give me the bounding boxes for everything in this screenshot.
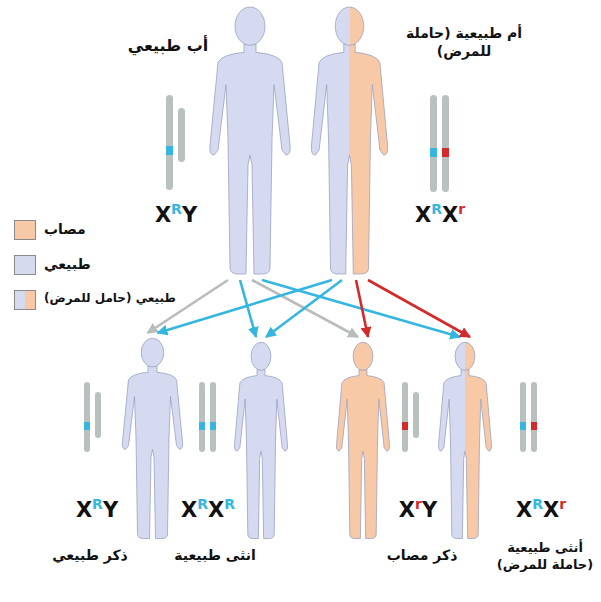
person-label: أب طبيعي <box>128 36 208 57</box>
person-silhouette <box>228 340 294 540</box>
genotype-label: XRXR <box>181 498 235 523</box>
head-shape <box>455 342 475 370</box>
head-shape <box>353 342 373 370</box>
chromosome-letter: X <box>516 498 532 522</box>
chromosome-letter: Y <box>182 203 197 227</box>
chromosome-letter: X <box>208 498 224 522</box>
body-shape <box>311 44 387 274</box>
chromosome-letter: X <box>399 498 415 522</box>
allele-mark: R <box>92 496 103 512</box>
person-silhouette <box>115 336 190 540</box>
chromosome-letter: X <box>415 203 431 227</box>
head-shape <box>235 7 265 45</box>
legend-label: طبيعي <box>44 256 91 272</box>
head-shape <box>335 7 364 45</box>
allele-mark: r <box>559 496 566 512</box>
legend-swatch <box>14 255 36 275</box>
head-shape <box>251 342 271 370</box>
person-label: أم طبيعية (حاملة للمرض) <box>403 24 525 60</box>
genotype-label: XrY <box>399 498 437 523</box>
body-shape <box>336 370 389 539</box>
legend-swatch <box>14 220 36 240</box>
chromosome-letter: Y <box>103 498 118 522</box>
person-silhouette <box>200 4 300 276</box>
chromosome-letter: X <box>76 498 92 522</box>
allele-mark: R <box>431 201 442 217</box>
body-shape <box>122 366 182 538</box>
inheritance-arrow <box>368 280 470 337</box>
person-silhouette <box>432 340 498 540</box>
person-figure: ذكر مصابXrY <box>330 340 396 540</box>
genotype-label: XRY <box>155 203 197 228</box>
allele-mark: R <box>532 496 543 512</box>
allele-mark: R <box>171 201 182 217</box>
inheritance-arrow <box>262 280 460 337</box>
legend-row: مصاب <box>0 220 200 244</box>
allele-mark: r <box>415 496 422 512</box>
person-label: ذكر مصاب <box>387 546 458 564</box>
person-figure: انثى طبيعيةXRXR <box>228 340 294 540</box>
allele-mark: R <box>197 496 208 512</box>
genotype-label: XRXr <box>516 498 566 523</box>
chromosome-letter: X <box>155 203 171 227</box>
chromosome-letter: X <box>181 498 197 522</box>
legend-row: طبيعي (حامل للمرض) <box>0 290 200 314</box>
legend-row: طبيعي <box>0 255 200 279</box>
person-figure: ذكر طبيعيXRY <box>115 336 190 540</box>
chromosome-letter: X <box>442 203 458 227</box>
person-label: ذكر طبيعي <box>52 546 128 564</box>
legend-label: مصاب <box>44 221 86 237</box>
allele-mark: r <box>458 201 465 217</box>
legend-swatch <box>14 290 36 310</box>
genotype-label: XRY <box>76 498 118 523</box>
person-figure: أم طبيعية (حاملة للمرض)XRXr <box>302 4 397 276</box>
body-shape <box>234 370 287 539</box>
head-shape <box>141 338 164 367</box>
inheritance-arrow <box>266 280 342 337</box>
genotype-label: XRXr <box>415 203 465 228</box>
body-shape <box>438 370 491 539</box>
legend-label: طبيعي (حامل للمرض) <box>44 291 176 305</box>
person-label: انثى طبيعية <box>174 546 256 564</box>
person-silhouette <box>302 4 397 276</box>
allele-mark: R <box>224 496 235 512</box>
person-silhouette <box>330 340 396 540</box>
inheritance-arrow <box>356 280 368 337</box>
person-label: أنثى طبيعية (حاملة للمرض) <box>495 540 595 574</box>
person-figure: أب طبيعيXRY <box>200 4 300 276</box>
body-shape <box>210 44 290 274</box>
chromosome-letter: X <box>543 498 559 522</box>
person-figure: أنثى طبيعية (حاملة للمرض)XRXr <box>432 340 498 540</box>
chromosome-letter: Y <box>422 498 437 522</box>
